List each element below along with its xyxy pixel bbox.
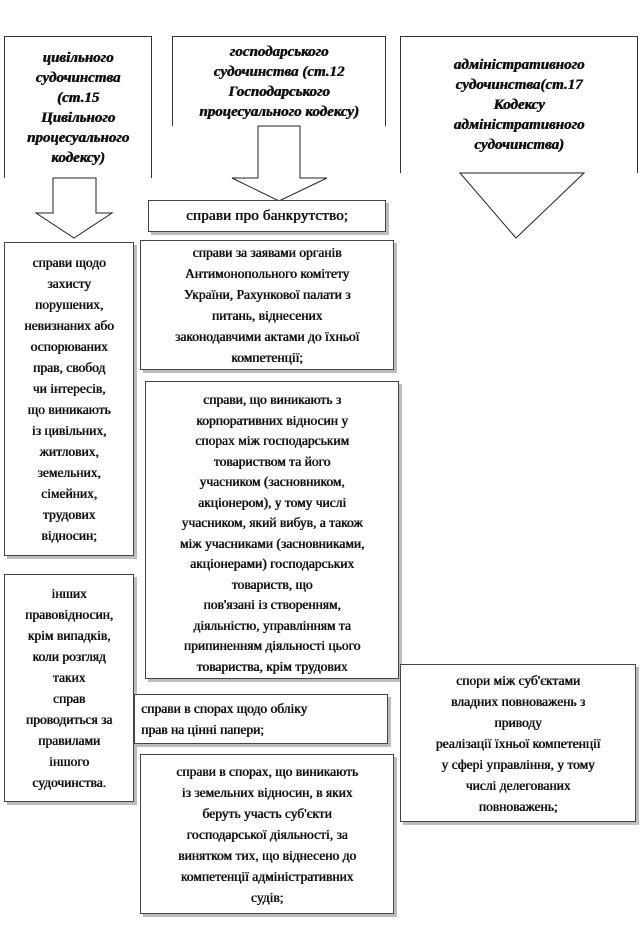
administrative-down-arrow [458, 172, 586, 239]
civil-protection-cases-box: справи щодо захисту порушених, невизнани… [4, 242, 134, 556]
administrative-disputes-box: спори між суб'єктами владних повноважень… [400, 664, 636, 822]
civil-other-relations-box: інших правовідносин, крім випадків, коли… [4, 574, 134, 802]
corporate-cases-box: справи, що виникають з корпоративних від… [145, 381, 399, 679]
bankruptcy-cases-box: справи про банкрутство; [148, 200, 386, 232]
securities-cases-box: справи в спорах щодо обліку прав на цінн… [134, 694, 388, 744]
commercial-procedure-header: господарського судочинства (ст.12 Господ… [172, 36, 386, 126]
commercial-down-arrow [231, 125, 328, 202]
civil-down-arrow [34, 177, 114, 239]
administrative-procedure-header: адміністративного судочинства(ст.17 Коде… [400, 36, 638, 173]
amcu-cases-box: справи за заявами органів Антимонопольно… [140, 240, 394, 370]
land-cases-box: справи в спорах, що виникають із земельн… [140, 754, 394, 914]
civil-procedure-header: цивільного судочинства (ст.15 Цивільного… [4, 36, 152, 178]
